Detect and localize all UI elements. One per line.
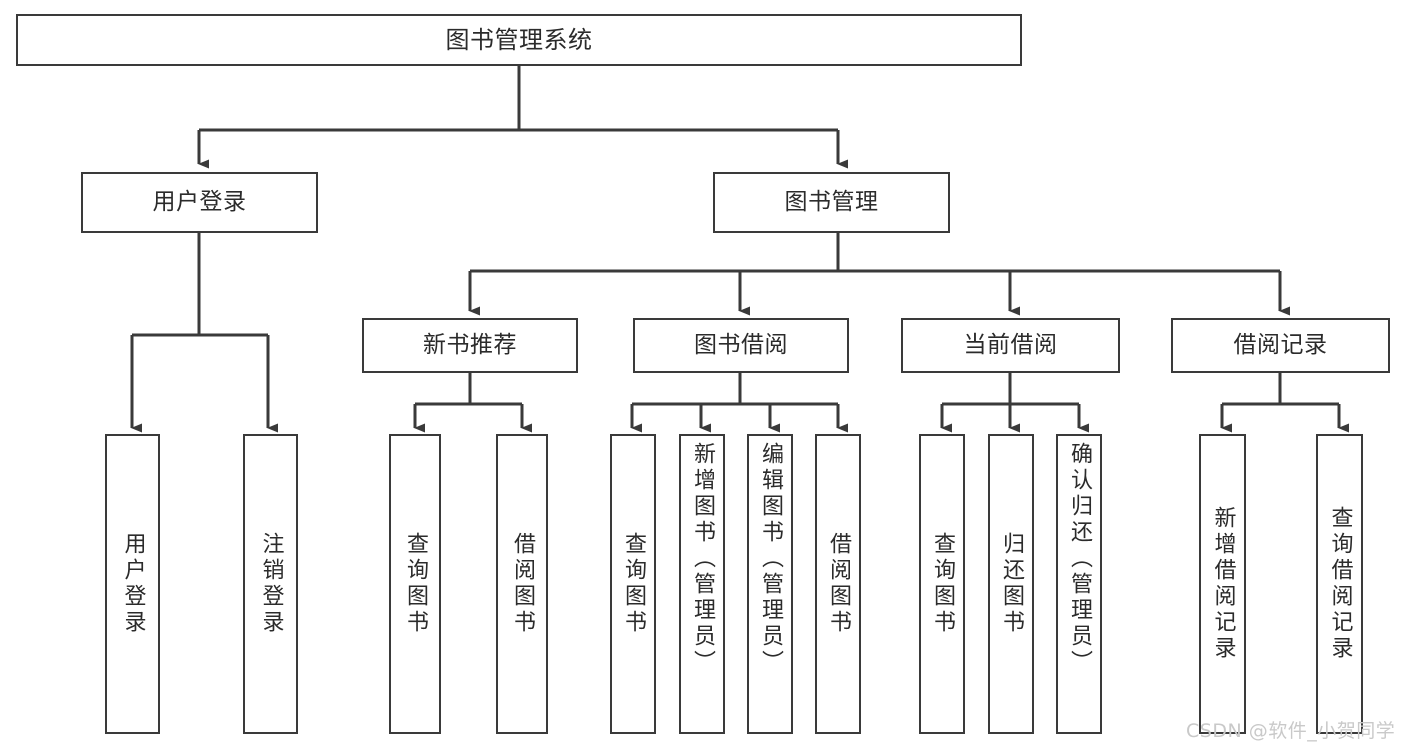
node-label: 图书管理系统 xyxy=(445,25,593,54)
node-book-borrowing[interactable]: 图书借阅 xyxy=(633,318,849,373)
node-label: 新增借阅记录 xyxy=(1210,506,1236,662)
node-label: 借阅图书 xyxy=(826,532,851,636)
node-current-borrowing[interactable]: 当前借阅 xyxy=(901,318,1120,373)
node-label: 查询图书 xyxy=(930,532,955,636)
leaf-query-book-borrowing[interactable]: 查询图书 xyxy=(610,434,656,734)
node-label: 查询图书 xyxy=(621,532,646,636)
watermark-text: CSDN @软件_小贺同学 xyxy=(1186,720,1396,742)
node-label: 借阅记录 xyxy=(1233,331,1328,358)
leaf-return-book[interactable]: 归还图书 xyxy=(988,434,1034,734)
node-label: 编辑图书（管理员） xyxy=(758,442,783,676)
leaf-query-book-recommendation[interactable]: 查询图书 xyxy=(389,434,441,734)
leaf-logout[interactable]: 注销登录 xyxy=(243,434,298,734)
node-label: 图书管理 xyxy=(784,188,879,215)
node-label: 图书借阅 xyxy=(694,331,788,358)
leaf-user-login[interactable]: 用户登录 xyxy=(105,434,160,734)
leaf-query-borrow-record[interactable]: 查询借阅记录 xyxy=(1316,434,1363,734)
leaf-add-book-admin[interactable]: 新增图书（管理员） xyxy=(679,434,725,734)
node-new-book-recommendation[interactable]: 新书推荐 xyxy=(362,318,578,373)
node-label: 注销登录 xyxy=(258,532,284,636)
leaf-query-book-current[interactable]: 查询图书 xyxy=(919,434,965,734)
node-label: 查询借阅记录 xyxy=(1327,506,1353,662)
node-label: 当前借阅 xyxy=(963,331,1058,358)
node-label: 归还图书 xyxy=(999,532,1024,636)
node-borrowing-record[interactable]: 借阅记录 xyxy=(1171,318,1390,373)
node-user-login[interactable]: 用户登录 xyxy=(81,172,318,233)
leaf-confirm-return-admin[interactable]: 确认归还（管理员） xyxy=(1056,434,1102,734)
node-label: 新书推荐 xyxy=(423,331,517,358)
node-label: 用户登录 xyxy=(152,188,247,215)
node-label: 借阅图书 xyxy=(510,532,535,636)
leaf-borrow-book-borrowing[interactable]: 借阅图书 xyxy=(815,434,861,734)
node-label: 新增图书（管理员） xyxy=(690,442,715,676)
leaf-borrow-book-recommendation[interactable]: 借阅图书 xyxy=(496,434,548,734)
node-label: 确认归还（管理员） xyxy=(1067,442,1092,676)
node-label: 查询图书 xyxy=(403,532,428,636)
leaf-edit-book-admin[interactable]: 编辑图书（管理员） xyxy=(747,434,793,734)
leaf-add-borrow-record[interactable]: 新增借阅记录 xyxy=(1199,434,1246,734)
node-label: 用户登录 xyxy=(120,532,146,636)
node-book-management[interactable]: 图书管理 xyxy=(713,172,950,233)
node-root-book-management-system[interactable]: 图书管理系统 xyxy=(16,14,1022,66)
